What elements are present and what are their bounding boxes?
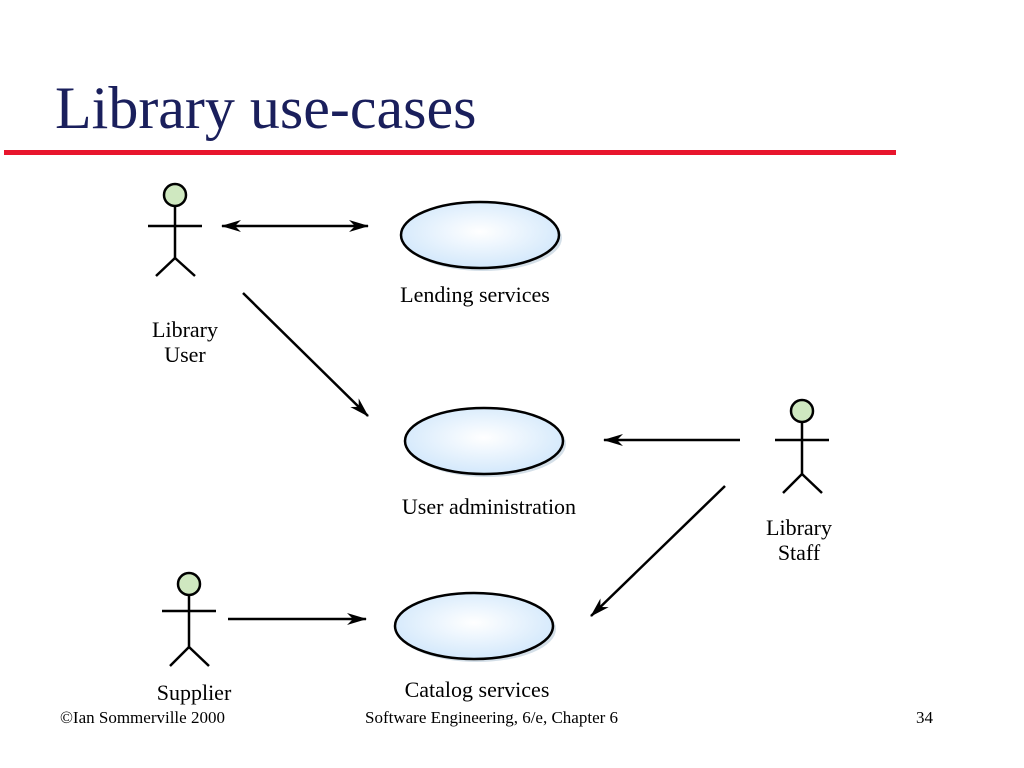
footer-copyright: ©Ian Sommerville 2000	[60, 708, 225, 727]
actor-label-line: Library	[152, 317, 218, 342]
use-case-catalog-label: Catalog services	[404, 677, 550, 702]
actor-supplier-label: Supplier	[156, 680, 232, 705]
use-case-lending	[399, 200, 562, 271]
footer-book: Software Engineering, 6/e, Chapter 6	[365, 708, 619, 727]
footer-page-number: 34	[916, 708, 933, 727]
arrow-staff-catalog	[590, 485, 726, 617]
use-case-user-admin	[403, 406, 566, 477]
use-case-catalog	[393, 591, 556, 662]
slide-title: Library use-cases	[55, 75, 477, 141]
actor-label-line: User	[164, 342, 206, 367]
use-case-user-admin-label: User administration	[401, 494, 577, 519]
actor-head	[176, 571, 202, 597]
actor-label-line: Staff	[777, 540, 821, 565]
title-underline	[4, 150, 896, 155]
actor-supplier	[162, 571, 216, 667]
actor-library-staff-label: Library Staff	[739, 515, 859, 565]
actor-head	[789, 398, 815, 424]
actor-library-user-label: Library User	[125, 317, 245, 367]
actor-library-staff	[775, 398, 829, 494]
use-case-lending-label: Lending services	[400, 282, 550, 307]
arrow-user-admin	[242, 292, 369, 417]
actor-label-line: Library	[766, 515, 832, 540]
actor-head	[162, 182, 188, 208]
actor-library-user	[148, 182, 202, 277]
